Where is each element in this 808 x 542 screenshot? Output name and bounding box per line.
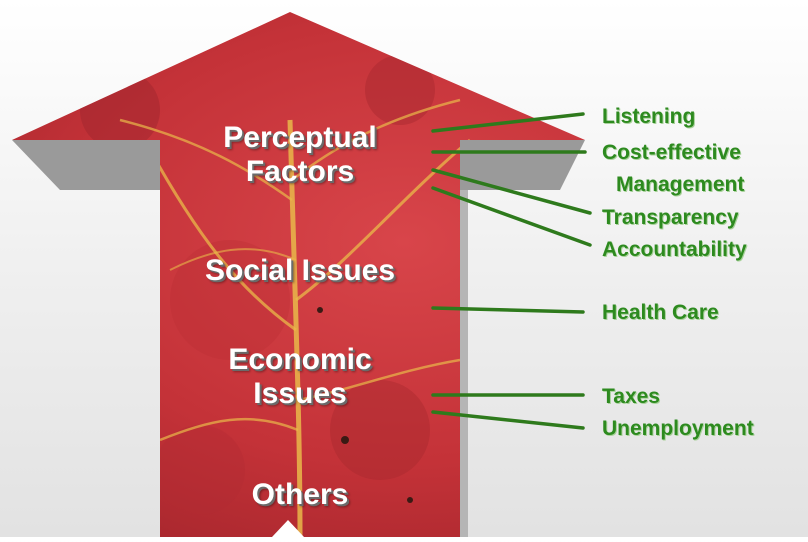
connector-transparency: [431, 168, 592, 215]
category-others: Others: [251, 478, 349, 511]
category-economic-line1: Economic: [228, 343, 372, 376]
label-accountability: Accountability: [602, 238, 747, 261]
label-transparency: Transparency: [602, 206, 739, 229]
label-listening: Listening: [602, 105, 696, 128]
arrow-shaft-shadow: [460, 190, 468, 537]
label-health-care: Health Care: [602, 301, 719, 324]
category-perceptual-factors: Perceptual Factors: [175, 121, 425, 189]
label-cost-effective: Cost-effective: [602, 141, 741, 164]
label-unemployment: Unemployment: [602, 417, 754, 440]
connector-health-care: [431, 306, 585, 314]
connector-listening: [431, 112, 585, 133]
arrow-side-left: [12, 140, 160, 190]
category-perceptual-line1: Perceptual: [223, 121, 377, 154]
connector-accountability: [431, 186, 592, 247]
connector-unemployment: [431, 410, 585, 430]
category-economic-line2: Issues: [253, 377, 347, 410]
label-management: Management: [616, 173, 745, 196]
label-taxes: Taxes: [602, 385, 660, 408]
category-economic-issues: Economic Issues: [175, 343, 425, 411]
category-social-issues: Social Issues: [204, 254, 396, 287]
category-perceptual-line2: Factors: [245, 155, 355, 188]
bottom-notch: [272, 520, 304, 537]
